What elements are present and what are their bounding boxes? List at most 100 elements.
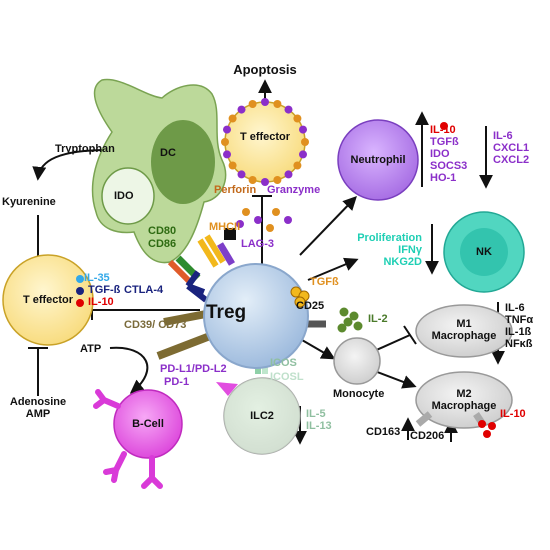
t-effector-left-label: T effector <box>22 294 74 306</box>
m1-label-line: M1 <box>456 318 472 330</box>
cd25-label: CD25 <box>296 300 325 312</box>
cd73-receptor <box>156 332 212 360</box>
nk-down-list: Proliferation IFNγ NKG2D <box>350 232 422 268</box>
neutrophil-down-list: IL-6 CXCL1 CXCL2 <box>493 130 529 166</box>
il10-left-label: IL-10 <box>88 296 114 308</box>
granzyme-bead <box>223 150 231 159</box>
perforin-bead <box>248 176 257 184</box>
m1-down-list: IL-6 TNFα IL-1ß NFκß <box>505 302 533 350</box>
m1-label: M1 Macrophage <box>424 318 504 342</box>
treg-label: Treg <box>206 302 247 323</box>
mhcii-receptor-a <box>197 238 219 268</box>
m1-down-item: TNFα <box>505 314 534 326</box>
bcell-label: B-Cell <box>132 418 164 430</box>
t-effector-left-cell <box>2 254 94 346</box>
neutrophil-up-item: TGFß <box>430 136 459 148</box>
m1-macrophage-cell <box>415 304 513 358</box>
granzyme-label: Granzyme <box>267 184 321 196</box>
icos-label: ICOS <box>270 357 297 369</box>
cd39-cd73-receptor <box>163 310 207 326</box>
nk-down-item: NKG2D <box>383 256 422 268</box>
cd163-label: CD163 <box>366 426 401 438</box>
atp-arrow <box>109 346 149 394</box>
released-granules <box>236 208 292 232</box>
il2-label: IL-2 <box>368 313 388 325</box>
cd163-receptor <box>415 411 433 427</box>
nk-down-item: Proliferation <box>357 232 422 244</box>
m1-inhibit-bar <box>403 325 417 345</box>
granzyme-bead <box>237 170 246 179</box>
kyurenine-label: Kyurenine <box>2 196 56 208</box>
perforin-bead <box>248 100 257 108</box>
granzyme-bead <box>299 125 307 134</box>
tgfb-granules <box>290 286 310 308</box>
neutrophil-down-item: CXCL2 <box>493 154 530 166</box>
il35-label: IL-35 <box>84 272 110 284</box>
cd206-label: CD206 <box>410 430 445 442</box>
neutrophil-label: Neutrophil <box>350 154 406 166</box>
lag3-label: LAG-3 <box>241 238 274 250</box>
il10-m2-label: IL-10 <box>500 408 526 420</box>
dendritic-cell <box>91 78 227 264</box>
ilc2-down-item: IL-5 <box>306 408 326 420</box>
ctla4-label: CTLA-4 <box>124 284 164 296</box>
monocyte-to-m1-inhibit <box>371 334 411 353</box>
tgfb-dot <box>76 287 84 295</box>
atp-label: ATP <box>80 343 102 355</box>
tgfb-left-label: TGF-ß <box>88 284 121 296</box>
ilc2-down-item: IL-13 <box>306 420 332 432</box>
lag3-ligand <box>224 228 236 240</box>
perforin-bead <box>228 114 237 123</box>
perforin-bead <box>273 100 282 108</box>
dc-nucleus <box>151 120 215 204</box>
ilc2-label: ILC2 <box>250 410 274 422</box>
m2-label: M2 Macrophage <box>424 388 504 412</box>
treg-cell <box>203 263 309 369</box>
perforin-granzyme-beads <box>221 98 309 186</box>
dc-label: DC <box>160 147 176 159</box>
mhcii-receptor-b <box>204 234 226 264</box>
perforin-bead <box>293 114 302 123</box>
cd86-label: CD86 <box>148 238 177 250</box>
nk-label: NK <box>476 246 492 258</box>
treg-to-monocyte-arrow <box>301 339 336 360</box>
lag3-receptor <box>216 242 236 266</box>
cd39-cd73-label: CD39/ CD73 <box>124 319 187 331</box>
m2-label-line: M2 <box>456 388 472 400</box>
apoptosis-label: Apoptosis <box>233 62 297 77</box>
neutrophil-up-item: IDO <box>430 148 450 160</box>
neutrophil-cell <box>337 119 419 201</box>
tgfb-treg-label: TGFß <box>310 276 339 288</box>
perforin-bead <box>273 176 282 184</box>
m1-label-line: Macrophage <box>431 330 497 342</box>
granzyme-bead <box>299 150 307 159</box>
ido-vesicle <box>101 167 155 225</box>
m1-down-item: IL-1ß <box>505 326 532 338</box>
granzyme-bead <box>261 98 269 106</box>
cd86-receptor <box>167 259 193 285</box>
pd1-receptor <box>216 382 238 396</box>
granzyme-bead <box>223 125 231 134</box>
neutrophil-down-item: IL-6 <box>493 130 513 142</box>
monocyte-cell <box>333 337 381 385</box>
m2-macrophage-cell <box>415 371 513 429</box>
neutrophil-il10-dot <box>440 122 448 130</box>
m1-down-item: IL-6 <box>505 302 525 314</box>
il2-dots <box>337 307 363 333</box>
neutrophil-up-item: IL-10 <box>430 124 456 136</box>
perforin-bead <box>301 138 309 146</box>
pd1-label: PD-1 <box>164 376 190 388</box>
granzyme-bead <box>261 178 269 186</box>
cd80-label: CD80 <box>148 225 177 237</box>
t-effector-top-label: T effector <box>239 131 291 143</box>
icosl-label: ICOSL <box>270 371 304 383</box>
mhcii-label: MHCII <box>209 221 241 233</box>
bcell-cell <box>113 389 183 459</box>
ilc2-down-list: IL-5 IL-13 <box>306 408 332 432</box>
granzyme-bead <box>237 105 246 114</box>
amp-label: AMP <box>25 408 51 420</box>
perforin-bead <box>221 138 229 146</box>
m2-label-line: Macrophage <box>431 400 497 412</box>
neutrophil-down-item: CXCL1 <box>493 142 530 154</box>
